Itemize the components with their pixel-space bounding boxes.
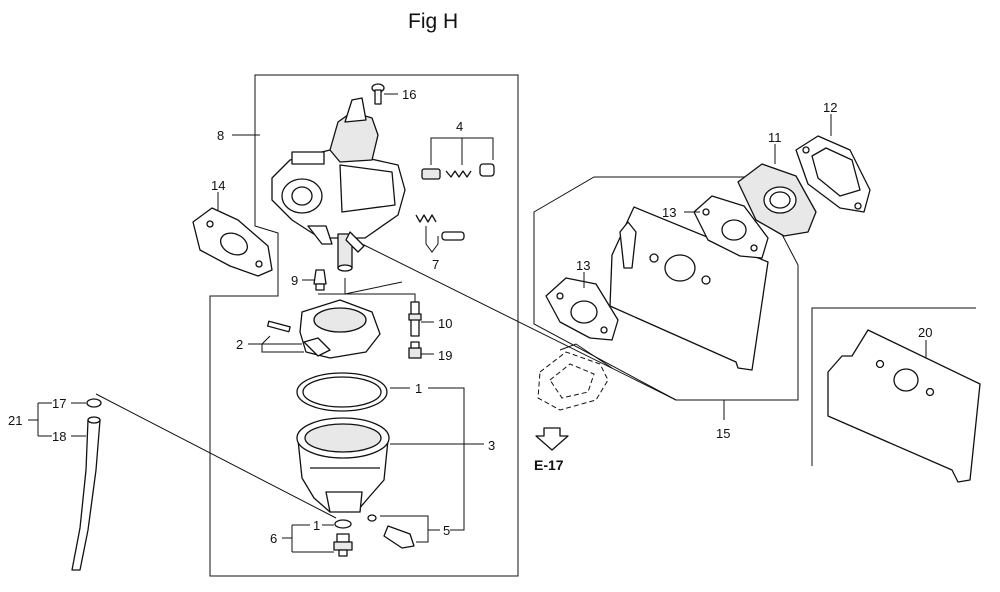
float-2 <box>266 299 381 359</box>
gasket-13-upper <box>693 195 769 259</box>
air-cleaner-elbow-ref <box>537 343 613 411</box>
callout-21: 21 <box>8 413 22 428</box>
float-bowl-3 <box>296 417 390 513</box>
drain-bolt-6 <box>333 519 353 557</box>
callout-10: 10 <box>438 316 452 331</box>
gasket-14 <box>192 207 273 277</box>
callout-18: 18 <box>52 429 66 444</box>
figure-title: Fig H <box>408 10 458 33</box>
gasket-plate-20 <box>827 329 981 483</box>
callout-4: 4 <box>456 119 463 134</box>
callout-7: 7 <box>432 257 439 272</box>
callout-9: 9 <box>291 273 298 288</box>
callout-20: 20 <box>918 325 932 340</box>
callout-6: 6 <box>270 531 277 546</box>
assembly-boundary-8 <box>209 74 519 577</box>
assembly-boundary-20 <box>811 307 976 466</box>
callout-3: 3 <box>488 438 495 453</box>
pilot-screw-set-4 <box>421 163 495 180</box>
screw-16 <box>371 83 385 105</box>
assembly-boundary-15 <box>533 176 799 401</box>
drain-tube-18 <box>71 416 101 571</box>
reference-arrow-down <box>535 427 569 451</box>
callout-2: 2 <box>236 337 243 352</box>
callout-14: 14 <box>211 178 225 193</box>
callout-5: 5 <box>443 523 450 538</box>
callout-15: 15 <box>716 426 730 441</box>
callout-8: 8 <box>217 128 224 143</box>
nozzle-10 <box>408 301 422 337</box>
callout-17: 17 <box>52 396 66 411</box>
callout-12: 12 <box>823 100 837 115</box>
carburetor-body <box>271 97 406 272</box>
callout-16: 16 <box>402 87 416 102</box>
callout-13a: 13 <box>662 205 676 220</box>
reference-e17: E-17 <box>534 457 564 473</box>
callout-1b: 1 <box>313 518 320 533</box>
jet-19 <box>408 341 422 359</box>
gasket-12 <box>795 135 871 213</box>
callout-11: 11 <box>768 130 782 145</box>
drain-screw-5 <box>367 514 415 549</box>
callout-1a: 1 <box>415 381 422 396</box>
throttle-screw-7 <box>415 214 465 241</box>
o-ring-1 <box>296 372 388 412</box>
callout-13b: 13 <box>576 258 590 273</box>
tube-clip-17 <box>86 398 102 408</box>
main-jet-9 <box>313 269 327 291</box>
insulator-11 <box>737 163 817 237</box>
callout-19: 19 <box>438 348 452 363</box>
gasket-13-lower <box>545 277 619 341</box>
